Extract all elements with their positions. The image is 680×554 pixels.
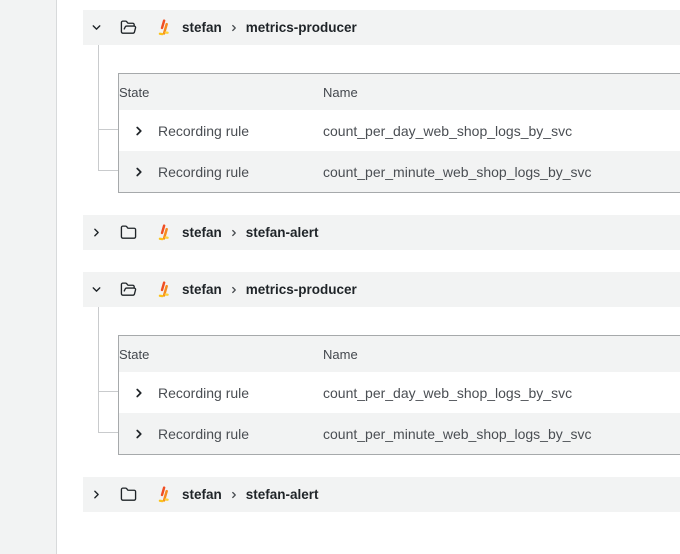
rule-state: Recording rule — [158, 384, 250, 401]
chevron-right-icon[interactable] — [131, 385, 146, 400]
rule-group-header[interactable]: stefan stefan-alert — [83, 477, 680, 512]
rule-name: count_per_day_web_shop_logs_by_svc — [323, 384, 573, 401]
rule-group-title: stefan stefan-alert — [182, 225, 319, 240]
column-header-state: State — [118, 335, 323, 372]
column-header-name: Name — [323, 73, 680, 110]
chevron-right-icon — [229, 228, 239, 238]
chevron-right-icon — [229, 490, 239, 500]
loki-datasource-icon — [156, 223, 171, 242]
chevron-down-icon[interactable] — [89, 283, 103, 297]
rule-group-header[interactable]: stefan metrics-producer — [83, 272, 680, 307]
group-name[interactable]: metrics-producer — [245, 20, 357, 35]
group-name[interactable]: stefan-alert — [245, 225, 319, 240]
left-panel-edge — [0, 0, 57, 554]
tree-connector-branch — [98, 129, 118, 130]
loki-datasource-icon — [156, 280, 171, 299]
column-header-state: State — [118, 73, 323, 110]
tree-connector-branch — [98, 432, 118, 433]
group-name[interactable]: stefan-alert — [245, 487, 319, 502]
rules-table: State Name Recording rule count_per_day_… — [118, 335, 680, 455]
tree-connector-vertical — [98, 45, 99, 170]
rule-name: count_per_minute_web_shop_logs_by_svc — [323, 163, 592, 180]
rules-table-header-row: State Name — [118, 335, 680, 372]
folder-icon — [120, 486, 137, 503]
chevron-right-icon[interactable] — [89, 226, 103, 240]
rule-state: Recording rule — [158, 163, 250, 180]
folder-icon — [120, 224, 137, 241]
rule-name: count_per_minute_web_shop_logs_by_svc — [323, 425, 592, 442]
rule-group-body: State Name Recording rule count_per_day_… — [83, 307, 680, 455]
chevron-right-icon — [229, 285, 239, 295]
rule-group: stefan metrics-producer State Name — [83, 272, 680, 455]
rules-table: State Name Recording rule count_per_day_… — [118, 73, 680, 193]
rule-group-title: stefan stefan-alert — [182, 487, 319, 502]
folder-name[interactable]: stefan — [182, 282, 222, 297]
chevron-right-icon[interactable] — [89, 488, 103, 502]
rule-group: stefan stefan-alert — [83, 215, 680, 250]
rule-row[interactable]: Recording rule count_per_day_web_shop_lo… — [119, 372, 680, 413]
rule-group: stefan metrics-producer State Name — [83, 10, 680, 193]
folder-open-icon — [120, 19, 137, 36]
rule-group: stefan stefan-alert — [83, 477, 680, 512]
folder-name[interactable]: stefan — [182, 225, 222, 240]
rule-row[interactable]: Recording rule count_per_day_web_shop_lo… — [119, 110, 680, 151]
folder-name[interactable]: stefan — [182, 487, 222, 502]
rule-group-title: stefan metrics-producer — [182, 20, 357, 35]
rule-state: Recording rule — [158, 425, 250, 442]
rule-group-body: State Name Recording rule count_per_day_… — [83, 45, 680, 193]
rule-state: Recording rule — [158, 122, 250, 139]
chevron-down-icon[interactable] — [89, 21, 103, 35]
chevron-right-icon[interactable] — [131, 123, 146, 138]
loki-datasource-icon — [156, 485, 171, 504]
chevron-right-icon — [229, 23, 239, 33]
group-name[interactable]: metrics-producer — [245, 282, 357, 297]
loki-datasource-icon — [156, 18, 171, 37]
rule-group-title: stefan metrics-producer — [182, 282, 357, 297]
rule-group-header[interactable]: stefan stefan-alert — [83, 215, 680, 250]
rules-table-header-row: State Name — [118, 73, 680, 110]
folder-open-icon — [120, 281, 137, 298]
rule-group-header[interactable]: stefan metrics-producer — [83, 10, 680, 45]
rule-row[interactable]: Recording rule count_per_minute_web_shop… — [118, 413, 680, 455]
rule-row[interactable]: Recording rule count_per_minute_web_shop… — [118, 151, 680, 193]
tree-connector-branch — [98, 170, 118, 171]
chevron-right-icon[interactable] — [131, 164, 146, 179]
folder-name[interactable]: stefan — [182, 20, 222, 35]
rule-groups-list: stefan metrics-producer State Name — [83, 10, 680, 534]
tree-connector-vertical — [98, 307, 99, 432]
tree-connector-branch — [98, 391, 118, 392]
chevron-right-icon[interactable] — [131, 426, 146, 441]
column-header-name: Name — [323, 335, 680, 372]
rule-name: count_per_day_web_shop_logs_by_svc — [323, 122, 573, 139]
